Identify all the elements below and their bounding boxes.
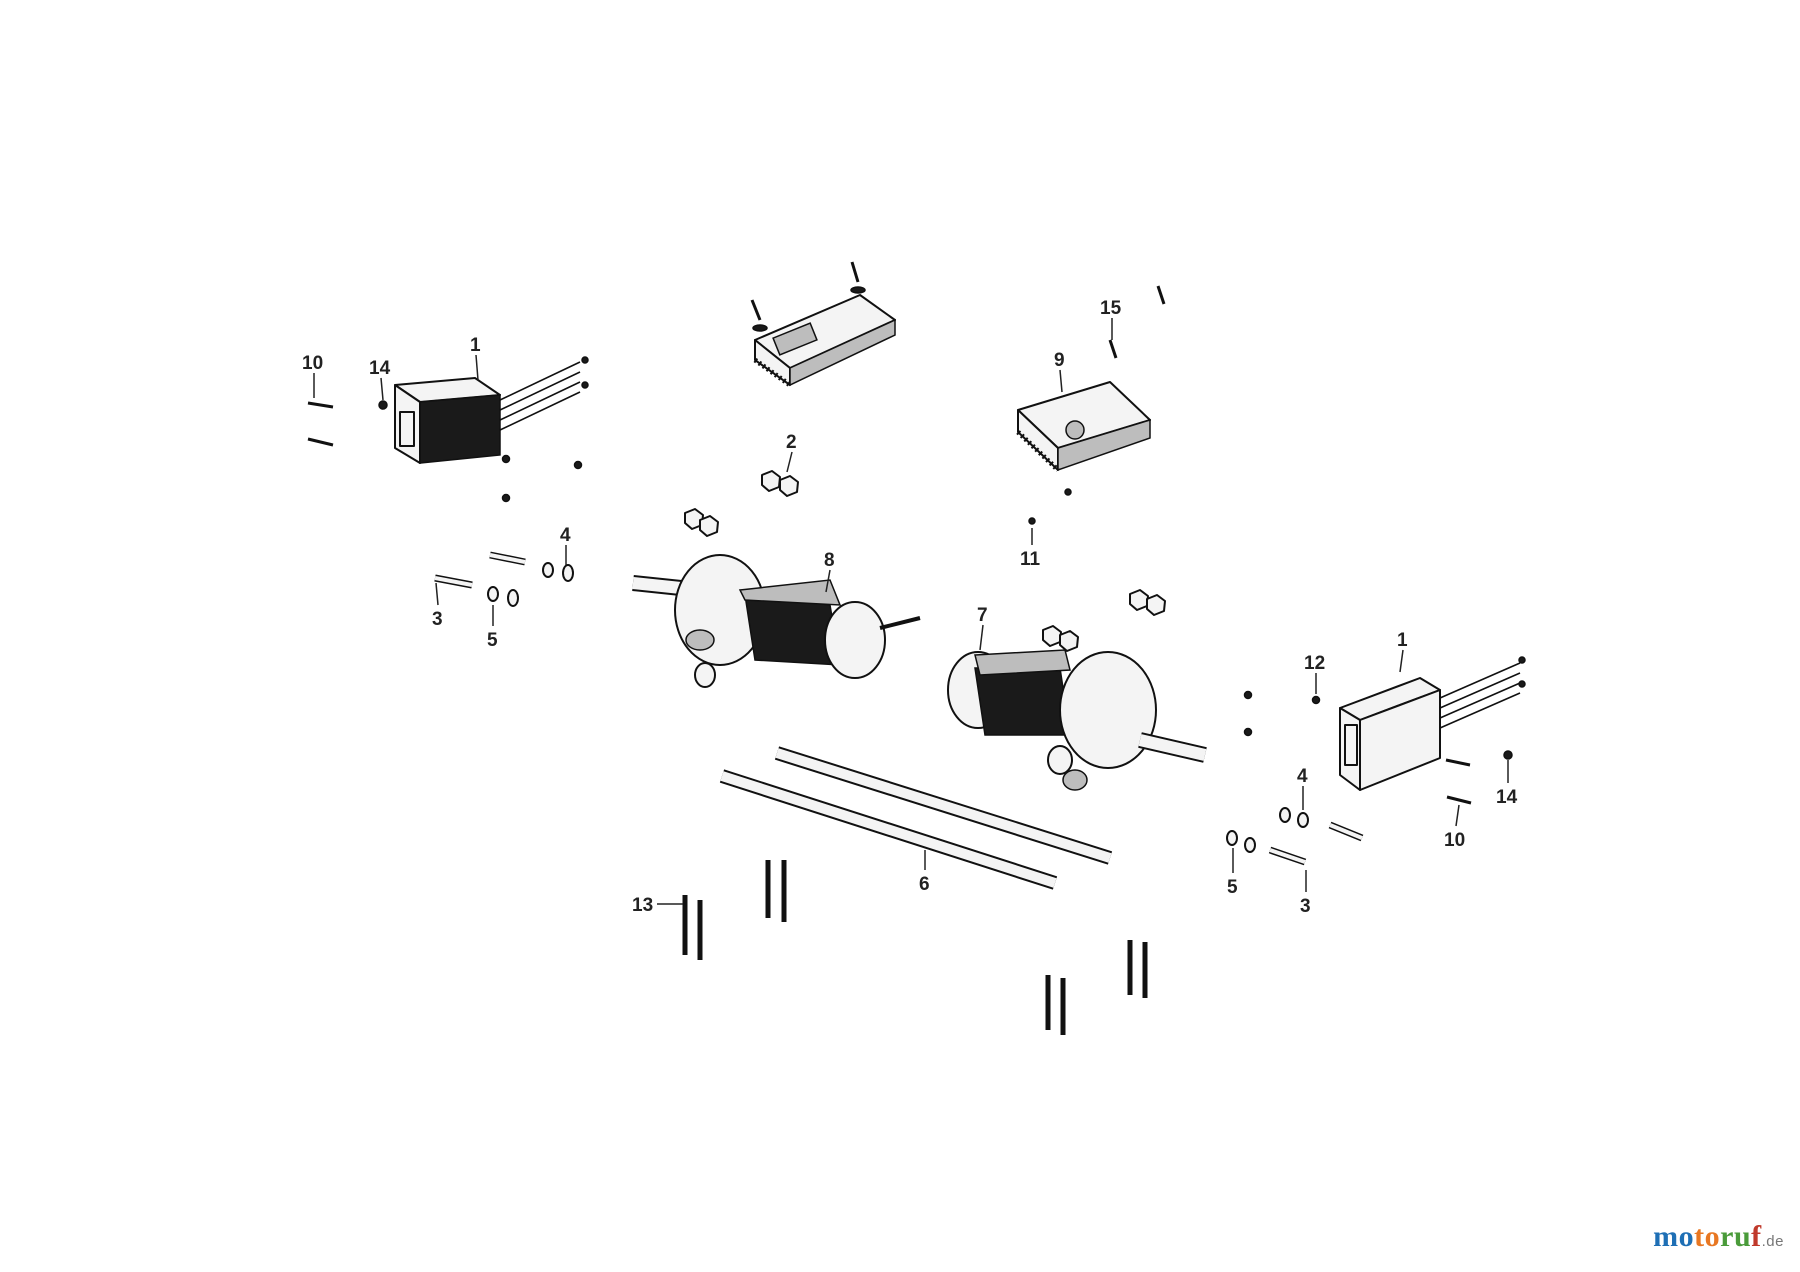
label-3-left: 3 <box>432 609 443 630</box>
bolt-3-left[interactable] <box>434 551 526 589</box>
label-7: 7 <box>977 605 988 626</box>
label-13: 13 <box>632 895 653 916</box>
label-5-right: 5 <box>1227 877 1238 898</box>
logo-part-3: ru <box>1720 1220 1752 1253</box>
motor-7[interactable] <box>947 649 1207 791</box>
screw-10-right[interactable] <box>1445 758 1472 805</box>
electronic-module-9[interactable] <box>1016 381 1151 472</box>
label-2: 2 <box>786 432 797 453</box>
label-9: 9 <box>1054 350 1065 371</box>
nut-11[interactable] <box>1028 517 1036 525</box>
screw-14-left[interactable] <box>378 400 388 410</box>
screw-10-left[interactable] <box>307 401 334 447</box>
nut-module-9 <box>1064 488 1072 496</box>
label-12: 12 <box>1304 653 1325 674</box>
electronic-module-top[interactable] <box>750 261 896 388</box>
nuts-left-box <box>501 454 583 503</box>
label-6: 6 <box>919 874 930 895</box>
washers-4-5-right[interactable] <box>1226 807 1309 853</box>
label-14-left: 14 <box>369 358 391 379</box>
label-4-right: 4 <box>1297 766 1308 787</box>
logo-tld: .de <box>1761 1233 1784 1250</box>
long-bolts-13[interactable] <box>682 860 1148 1035</box>
nuts-motor-right <box>1042 589 1166 652</box>
bolt-3-right[interactable] <box>1268 821 1364 866</box>
label-3-right: 3 <box>1300 896 1311 917</box>
motor-8[interactable] <box>632 554 921 688</box>
logo-part-1: mo <box>1653 1220 1695 1253</box>
shaft-6[interactable] <box>719 746 1113 890</box>
label-14-right: 14 <box>1496 787 1518 808</box>
label-10-right: 10 <box>1444 830 1465 851</box>
label-15: 15 <box>1100 298 1122 319</box>
label-11: 11 <box>1020 549 1041 570</box>
logo-part-4: f <box>1751 1220 1762 1253</box>
nuts-2[interactable] <box>761 470 799 497</box>
controller-box-left[interactable] <box>394 356 589 464</box>
label-4-left: 4 <box>560 525 571 546</box>
label-5-left: 5 <box>487 630 498 651</box>
screw-14-right[interactable] <box>1503 750 1513 760</box>
nuts-right-box <box>1243 690 1253 737</box>
leader-lines <box>313 318 1509 905</box>
label-8: 8 <box>824 550 835 571</box>
label-1-left: 1 <box>470 335 481 356</box>
logo-part-2: to <box>1694 1220 1721 1253</box>
washers-4-5-left[interactable] <box>487 562 574 607</box>
controller-box-right[interactable] <box>1339 656 1526 791</box>
label-10-left: 10 <box>302 353 323 374</box>
screws-15[interactable] <box>1108 285 1166 359</box>
motoruf-logo: motoruf.de <box>1653 1220 1784 1254</box>
nuts-motor-left <box>684 508 719 537</box>
label-1-right: 1 <box>1397 630 1408 651</box>
nut-12[interactable] <box>1311 695 1321 705</box>
